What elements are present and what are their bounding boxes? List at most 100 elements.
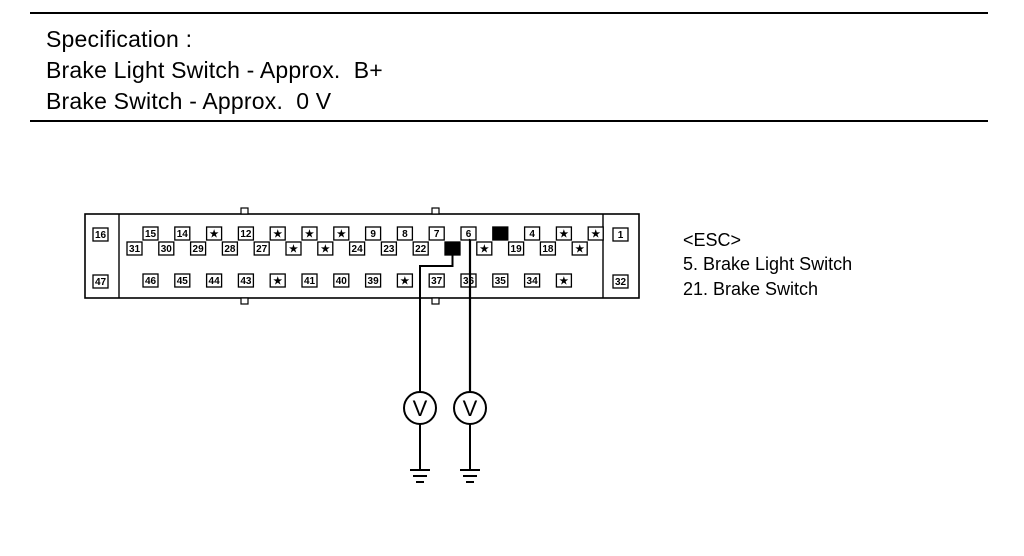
pin-box	[612, 274, 629, 289]
ground-icon	[460, 469, 480, 483]
pin-box	[237, 273, 255, 288]
voltmeter-1: V	[403, 391, 437, 483]
pin-box	[92, 274, 109, 289]
pin-box	[539, 241, 557, 256]
pin-mid-0: 31	[126, 241, 143, 256]
pin-box	[269, 226, 286, 241]
pin-top-12: 4	[523, 226, 541, 241]
pin-label: 31	[129, 244, 141, 255]
pin-label: 15	[145, 229, 157, 240]
pin-label: 27	[256, 244, 268, 255]
pin-bottom-7: 39	[364, 273, 382, 288]
voltmeter-symbol: V	[413, 396, 428, 421]
pin-top-6: ★	[333, 226, 350, 241]
pin-mid-5: ★	[285, 241, 302, 256]
pin-box	[269, 273, 286, 288]
pin-box	[492, 226, 509, 241]
pin-top-13: ★	[555, 226, 573, 241]
pin-label: 8	[402, 229, 408, 240]
pin-mid-12: 19	[507, 241, 525, 256]
pin-box	[396, 226, 414, 241]
pin-mid-13: 18	[539, 241, 557, 256]
pin-box	[317, 241, 334, 256]
pin-box	[189, 241, 207, 256]
pin-mid-11: ★	[476, 241, 493, 256]
pin-label: 47	[95, 277, 107, 288]
pin-label: 46	[145, 276, 157, 287]
pin-box	[460, 226, 477, 241]
pin-left-top: 16	[92, 227, 109, 242]
top-rule	[30, 12, 988, 14]
pin-label: 44	[209, 276, 221, 287]
pin-label: 32	[615, 277, 627, 288]
connector-latch-tab	[240, 207, 249, 215]
pin-mid-2: 29	[189, 241, 207, 256]
pin-label: ★	[559, 276, 568, 287]
pin-box	[396, 273, 414, 288]
pin-box	[555, 226, 573, 241]
pin-label: 5	[498, 229, 504, 240]
pin-top-2: ★	[205, 226, 223, 241]
pin-label: ★	[273, 229, 282, 240]
connector-latch-tab	[240, 297, 249, 305]
connector-outline	[84, 213, 640, 299]
pin-top-0: 15	[142, 226, 159, 241]
spec-heading: Specification :	[46, 26, 193, 52]
pin-label: 28	[224, 244, 236, 255]
pin-label: ★	[289, 244, 298, 255]
pin-label: 9	[370, 229, 376, 240]
pin-box	[92, 227, 109, 242]
pin-label: 18	[542, 244, 554, 255]
pin-left-bottom: 47	[92, 274, 109, 289]
legend-item-brake-switch: 21. Brake Switch	[683, 279, 819, 299]
pin-label: ★	[337, 229, 346, 240]
pin-box	[428, 273, 445, 288]
pin-label: 37	[431, 276, 443, 287]
pin-label: 19	[511, 244, 523, 255]
pin-label: 29	[193, 244, 205, 255]
pin-mid-8: 23	[380, 241, 398, 256]
pin-bottom-13: ★	[555, 273, 573, 288]
pin-bottom-11: 35	[492, 273, 509, 288]
pin-box	[285, 241, 302, 256]
pin-box	[428, 226, 445, 241]
pin-box	[492, 273, 509, 288]
pin-box	[253, 241, 270, 256]
pin-box	[333, 226, 350, 241]
pin-box	[142, 273, 159, 288]
pin-box	[237, 226, 255, 241]
legend-item-brake-light-switch: 5. Brake Light Switch	[683, 254, 853, 274]
pin-label: 34	[527, 276, 539, 287]
pin-label: ★	[575, 244, 584, 255]
pin-box	[587, 226, 604, 241]
pin-box	[301, 273, 318, 288]
pin-mid-1: 30	[158, 241, 175, 256]
pin-bottom-10: 36	[460, 273, 477, 288]
pin-label: 45	[177, 276, 189, 287]
pin-box	[221, 241, 239, 256]
pin-mid-4: 27	[253, 241, 270, 256]
pin-box	[126, 241, 143, 256]
pin-top-5: ★	[301, 226, 318, 241]
pin-top-14: ★	[587, 226, 604, 241]
pin-box	[476, 241, 493, 256]
pin-box	[380, 241, 398, 256]
pin-mid-3: 28	[221, 241, 239, 256]
spec-line-brake-switch: Brake Switch - Approx. 0 V	[46, 88, 332, 114]
pin-label: ★	[321, 244, 330, 255]
pin-label: 21	[447, 244, 459, 255]
pin-box	[205, 226, 223, 241]
ground-icon	[410, 469, 430, 483]
pin-box	[174, 273, 191, 288]
pin-bottom-5: 41	[301, 273, 318, 288]
pin-label: 40	[336, 276, 348, 287]
pin-top-10: 6	[460, 226, 477, 241]
pin-box	[571, 241, 588, 256]
pin-mid-10: 21	[444, 241, 461, 256]
pin-bottom-1: 45	[174, 273, 191, 288]
pin-box	[333, 273, 350, 288]
pin-label: ★	[591, 229, 600, 240]
pin-bottom-6: 40	[333, 273, 350, 288]
